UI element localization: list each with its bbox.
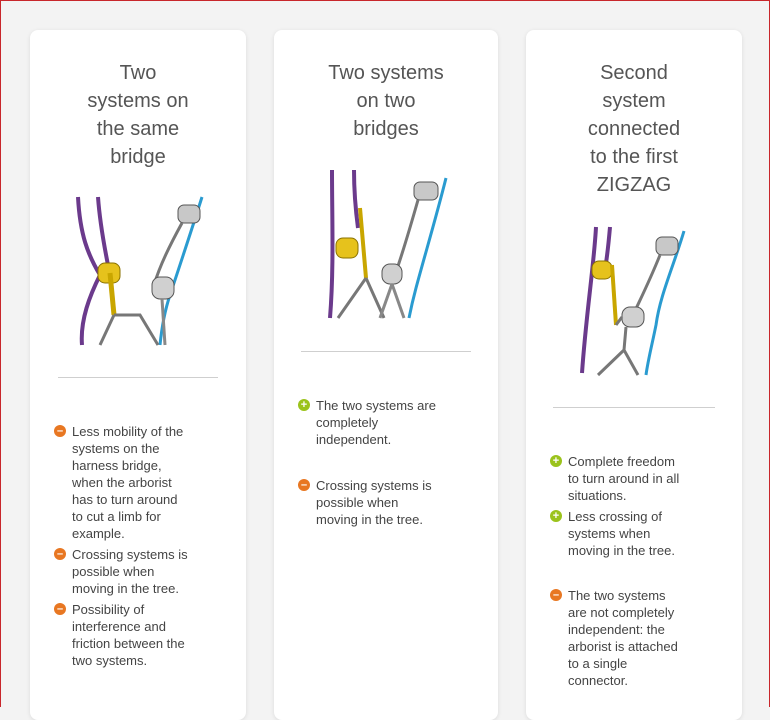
title-line: to the first	[590, 146, 678, 168]
plus-icon: +	[298, 399, 310, 411]
minus-icon: –	[550, 589, 562, 601]
divider	[301, 351, 471, 352]
item-line: to a single	[568, 656, 628, 671]
title-line: on two	[356, 90, 416, 112]
list-item-con: – Less mobility of the systems on the ha…	[54, 423, 236, 542]
list-item-con: – Crossing systems is possible when movi…	[298, 477, 484, 528]
title-line: Two systems	[328, 62, 444, 84]
plus-icon: +	[550, 510, 562, 522]
item-line: The two systems are	[316, 398, 436, 413]
divider	[58, 377, 218, 378]
title-line: bridges	[353, 118, 419, 140]
item-line: to cut a limb for	[72, 509, 161, 524]
item-line: friction between the	[72, 636, 185, 651]
item-line: systems on the	[72, 441, 160, 456]
title-line: systems on	[87, 90, 189, 112]
list-item-pro: + The two systems are completely indepen…	[298, 397, 484, 448]
item-line: Complete freedom	[568, 454, 675, 469]
list-item-con: – The two systems are not completely ind…	[550, 587, 732, 689]
title-line: ZIGZAG	[596, 174, 672, 196]
item-line: are not completely	[568, 605, 675, 620]
title-line: system	[602, 90, 666, 112]
card-title: Second system connected to the first ZIG…	[526, 59, 742, 199]
item-line: Possibility of	[72, 602, 145, 617]
card-two-bridges: Two systems on two bridges + The two sys…	[274, 30, 498, 720]
item-line: moving in the tree.	[568, 543, 675, 558]
item-line: completely	[316, 415, 379, 430]
item-line: independent.	[316, 432, 392, 447]
minus-icon: –	[298, 479, 310, 491]
minus-icon: –	[54, 425, 66, 437]
illustration-two-systems-two-bridges	[328, 169, 448, 319]
title-line: connected	[587, 118, 681, 140]
item-line: connector.	[568, 673, 628, 688]
list-item-con: – Possibility of interference and fricti…	[54, 601, 236, 669]
list-item-con: – Crossing systems is possible when movi…	[54, 546, 236, 597]
item-line: when the arborist	[72, 475, 172, 490]
card-title: Two systems on the same bridge	[30, 59, 246, 171]
item-line: arborist is attached	[568, 639, 678, 654]
minus-icon: –	[54, 548, 66, 560]
item-line: Less crossing of	[568, 509, 662, 524]
item-line: independent: the	[568, 622, 665, 637]
list-item-pro: + Complete freedom to turn around in all…	[550, 453, 732, 504]
divider	[553, 407, 715, 408]
item-line: has to turn around	[72, 492, 178, 507]
illustration-second-system-zigzag	[580, 226, 686, 377]
list-item-pro: + Less crossing of systems when moving i…	[550, 508, 732, 559]
item-line: systems when	[568, 526, 651, 541]
pros-cons-list: + Complete freedom to turn around in all…	[550, 453, 732, 689]
item-line: situations.	[568, 488, 627, 503]
item-line: interference and	[72, 619, 166, 634]
pros-cons-list: + The two systems are completely indepen…	[298, 397, 484, 528]
item-line: two systems.	[72, 653, 148, 668]
item-line: Less mobility of the	[72, 424, 184, 439]
item-line: moving in the tree.	[72, 581, 179, 596]
item-line: Crossing systems is	[72, 547, 188, 562]
card-title: Two systems on two bridges	[274, 59, 498, 143]
title-line: Second	[600, 62, 668, 84]
minus-icon: –	[54, 603, 66, 615]
item-line: Crossing systems is	[316, 478, 432, 493]
card-same-bridge: Two systems on the same bridge – Less mo…	[30, 30, 246, 720]
plus-icon: +	[550, 455, 562, 467]
title-line: the same	[96, 118, 180, 140]
title-line: bridge	[110, 146, 166, 168]
item-line: possible when	[316, 495, 399, 510]
card-zigzag: Second system connected to the first ZIG…	[526, 30, 742, 720]
item-line: The two systems	[568, 588, 666, 603]
item-line: to turn around in all	[568, 471, 680, 486]
item-line: moving in the tree.	[316, 512, 423, 527]
pros-cons-list: – Less mobility of the systems on the ha…	[54, 423, 236, 669]
item-line: possible when	[72, 564, 155, 579]
title-line: Two	[119, 62, 157, 84]
illustration-two-systems-same-bridge	[76, 196, 204, 346]
item-line: example.	[72, 526, 125, 541]
item-line: harness bridge,	[72, 458, 162, 473]
